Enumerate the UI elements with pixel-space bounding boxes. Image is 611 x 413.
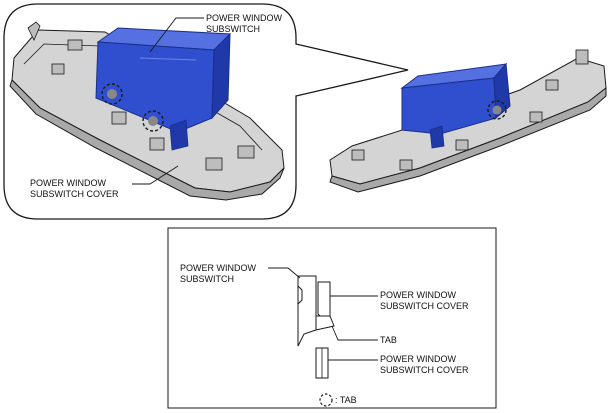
tab-marker — [487, 100, 507, 120]
cover-clip — [529, 111, 543, 123]
tab-marker — [142, 110, 164, 132]
subswitch-overview — [400, 62, 511, 149]
tab-marker-fill — [148, 116, 158, 126]
detail-cover-bottom-label-line1: POWER WINDOW — [380, 354, 456, 364]
cover-clip — [111, 111, 127, 125]
switch-side — [493, 62, 511, 120]
switch-leader-line — [149, 17, 204, 53]
switch-side — [211, 32, 231, 120]
detail-switch-label-line2: SUBSWITCH — [180, 274, 234, 284]
cover-label-line1: POWER WINDOW — [30, 178, 106, 188]
legend-text: : TAB — [335, 395, 357, 405]
cover-clip — [51, 63, 65, 75]
cover-top-section — [317, 281, 331, 319]
detail-cover-top-label-line2: SUBSWITCH COVER — [380, 301, 469, 311]
tab-marker — [101, 83, 123, 105]
cover-clip — [67, 39, 83, 51]
switch-detail — [139, 57, 197, 61]
cover-tab-section — [315, 315, 335, 331]
detail-cover-bottom-label-line2: SUBSWITCH COVER — [380, 365, 469, 375]
cover-rim — [329, 86, 607, 193]
cover-rim — [9, 79, 285, 201]
cover-clip — [455, 139, 469, 151]
cover-clip — [399, 159, 413, 171]
section-drawing — [297, 275, 335, 379]
tab-marker-fill — [107, 89, 117, 99]
legend-tab-symbol — [319, 393, 333, 407]
cover-clip — [205, 157, 223, 171]
tab-marker-fill — [492, 105, 502, 115]
detail-tab-leader — [331, 325, 378, 341]
cover-clip — [351, 149, 365, 161]
switch-connector — [429, 125, 445, 149]
detail-switch-leader — [268, 267, 301, 279]
switch-label-line1: POWER WINDOW — [206, 13, 282, 23]
detail-frame — [167, 227, 497, 409]
subswitch-enlarged — [95, 27, 232, 151]
switch-front — [95, 41, 215, 133]
cover-leader-line — [132, 165, 179, 185]
detail-tab-label: TAB — [380, 335, 397, 345]
detail-cover-top-label-line1: POWER WINDOW — [380, 290, 456, 300]
switch-front — [401, 77, 497, 135]
detail-switch-label-line1: POWER WINDOW — [180, 263, 256, 273]
cover-clip — [149, 137, 165, 151]
cover-label-line2: SUBSWITCH COVER — [30, 189, 119, 199]
switch-connector — [169, 119, 189, 151]
cover-clip — [575, 49, 589, 65]
switch-label-line2: SUBSWITCH — [206, 24, 260, 34]
switch-section-tab — [297, 285, 303, 305]
cover-post — [27, 21, 41, 41]
cover-clip — [237, 145, 255, 159]
cover-clip — [545, 79, 559, 91]
